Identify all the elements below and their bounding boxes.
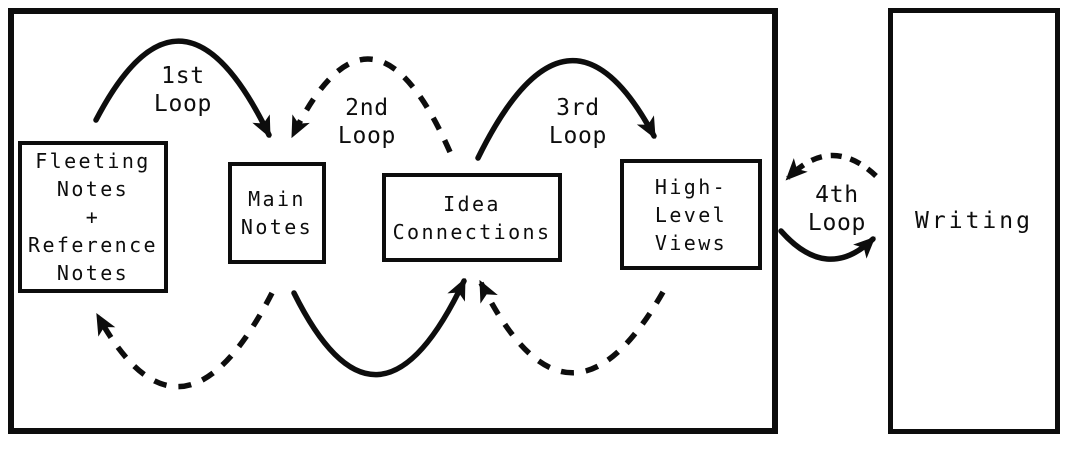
idea-connections-box: Idea Connections: [382, 173, 562, 262]
loop3-label: 3rd Loop: [548, 95, 608, 149]
fleeting-reference-notes-box: Fleeting Notes + Reference Notes: [18, 141, 168, 293]
high-level-views-label: High- Level Views: [654, 174, 728, 255]
loop2-label: 2nd Loop: [337, 95, 397, 149]
writing-label: Writing: [915, 208, 1033, 234]
note-system-container-box: [8, 8, 778, 434]
main-notes-box: Main Notes: [228, 162, 326, 264]
loop4-label: 4th Loop: [807, 182, 867, 236]
main-notes-label: Main Notes: [240, 187, 314, 239]
fleeting-reference-notes-label: Fleeting Notes + Reference Notes: [28, 149, 158, 285]
writing-box: Writing: [888, 8, 1060, 434]
high-level-views-box: High- Level Views: [620, 159, 762, 270]
loop1-label: 1st Loop: [153, 63, 213, 117]
idea-connections-label: Idea Connections: [392, 191, 552, 244]
arrow-loop4-dashed: [785, 152, 878, 181]
